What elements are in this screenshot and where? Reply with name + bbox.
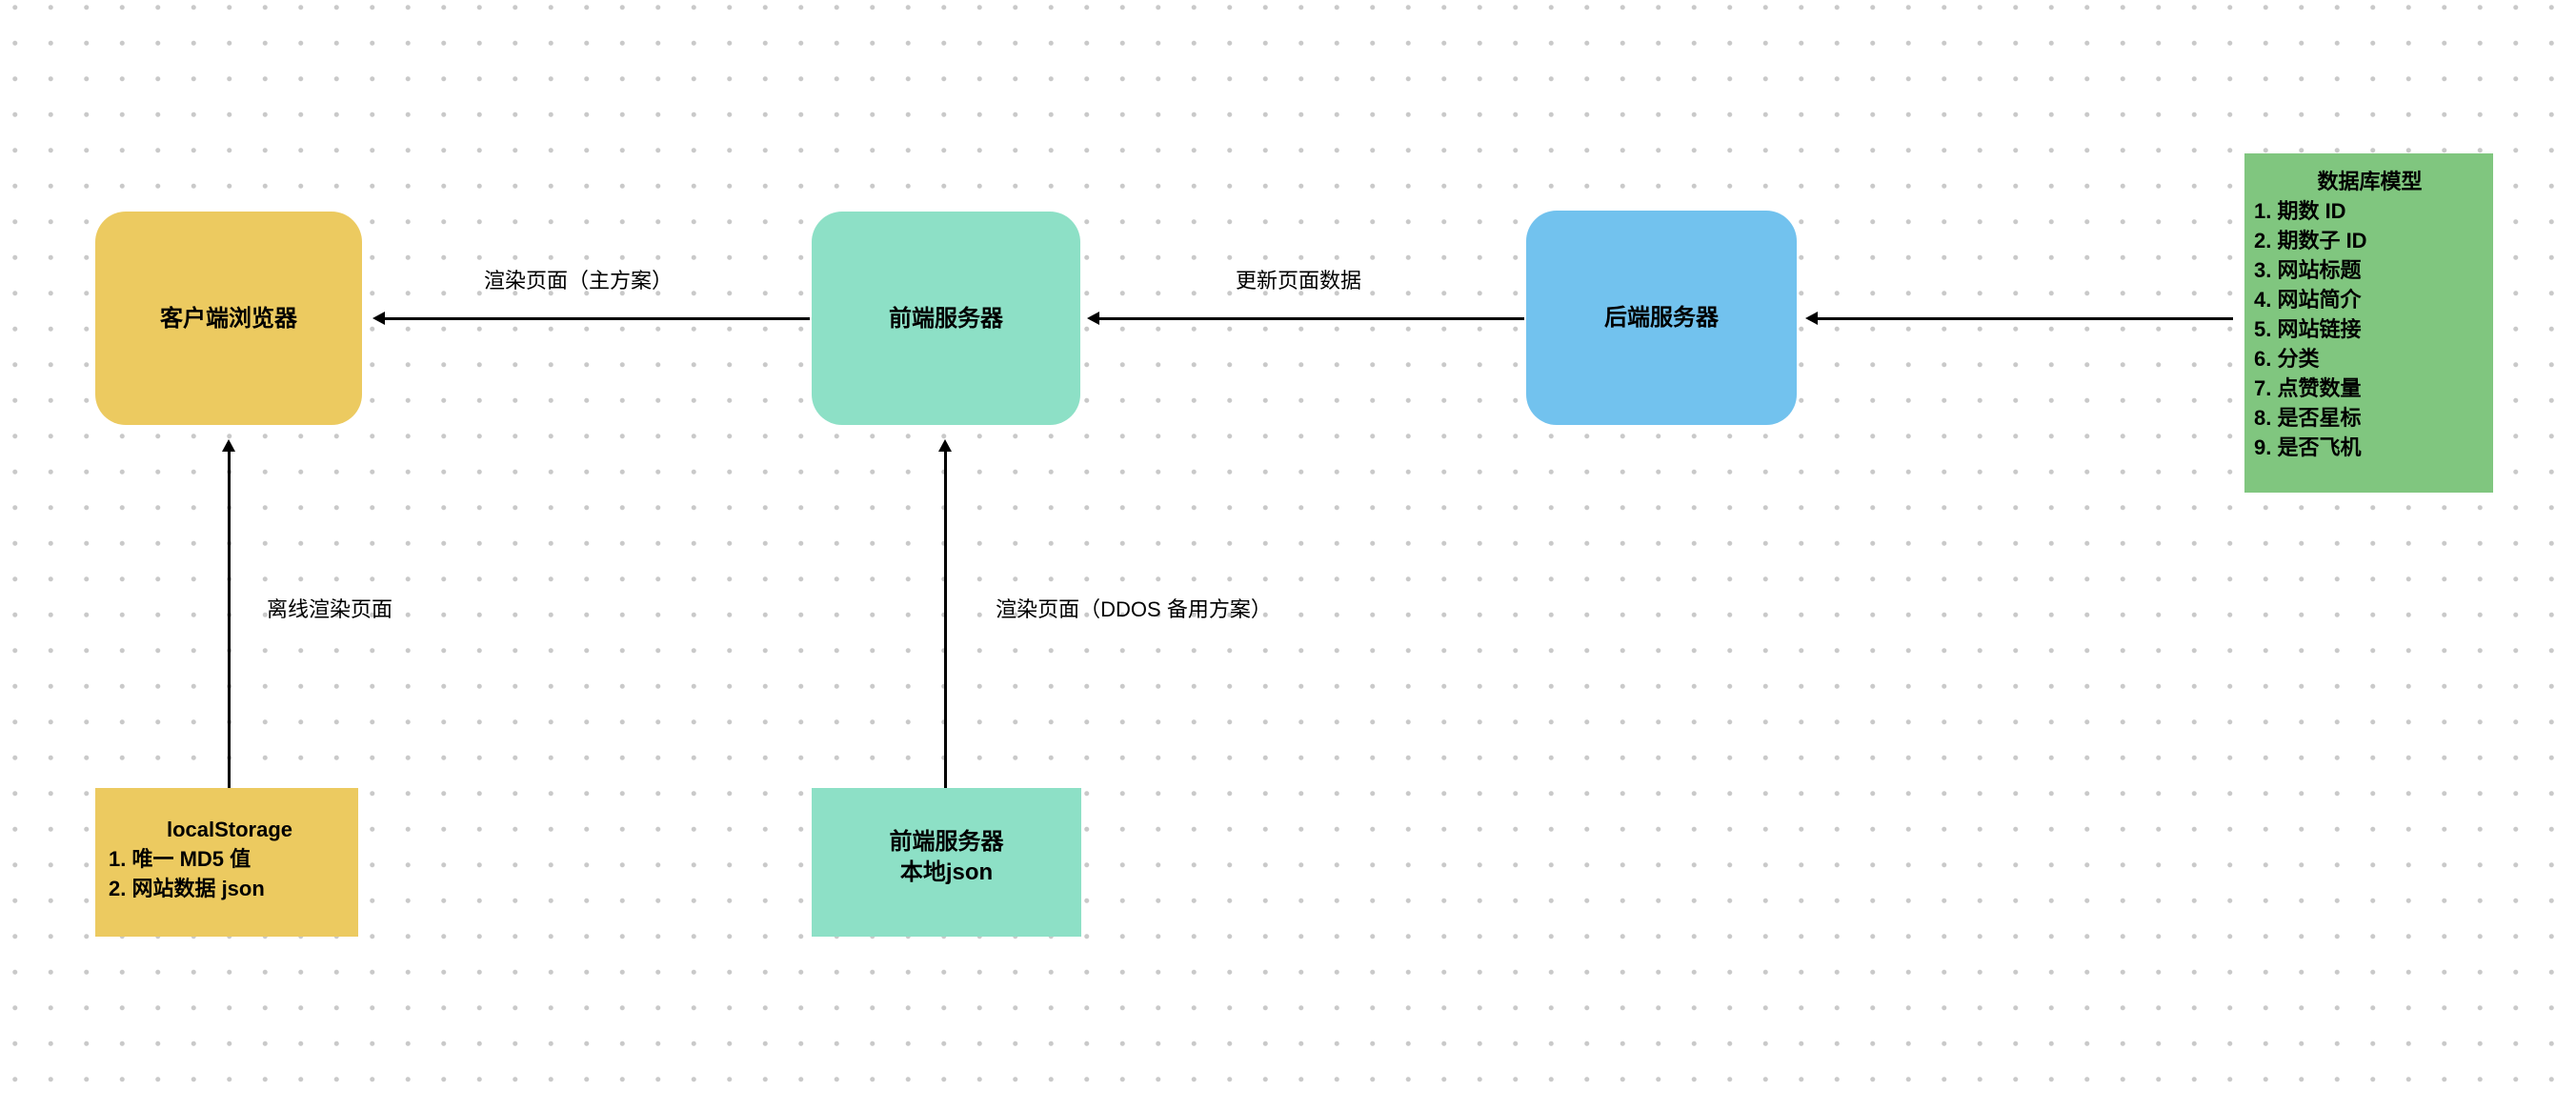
edge-line xyxy=(944,451,947,788)
node-client-browser[interactable]: 客户端浏览器 xyxy=(95,212,362,425)
edge-label-update-page-data[interactable]: 更新页面数据 xyxy=(1235,269,1362,293)
edge-line xyxy=(228,451,231,788)
frontend-local-json-line2: 本地json xyxy=(899,859,994,885)
db-model-title: 数据库模型 xyxy=(2317,170,2423,193)
local-storage-title: localStorage xyxy=(166,817,293,841)
edge-label-render-main[interactable]: 渲染页面（主方案） xyxy=(483,269,674,293)
db-model-item: 4. 网站简介 xyxy=(2254,288,2362,312)
arrowhead-left-icon xyxy=(1805,312,1818,325)
node-frontend-local-json[interactable]: 前端服务器 本地json xyxy=(812,788,1081,937)
node-client-browser-label: 客户端浏览器 xyxy=(160,305,297,332)
edge-line xyxy=(385,317,810,320)
node-db-model[interactable]: 数据库模型 1. 期数 ID 2. 期数子 ID 3. 网站标题 4. 网站简介… xyxy=(2244,153,2493,493)
local-storage-item: 2. 网站数据 json xyxy=(109,876,265,900)
node-backend-server[interactable]: 后端服务器 xyxy=(1526,211,1797,425)
edge-label-offline-render[interactable]: 离线渲染页面 xyxy=(266,597,393,621)
edge-line xyxy=(1818,317,2233,320)
db-model-item: 5. 网站链接 xyxy=(2254,317,2362,341)
db-model-item: 8. 是否星标 xyxy=(2254,406,2362,430)
db-model-item: 3. 网站标题 xyxy=(2254,258,2362,282)
db-model-item: 2. 期数子 ID xyxy=(2254,229,2367,252)
db-model-item: 6. 分类 xyxy=(2254,347,2320,371)
db-model-item: 1. 期数 ID xyxy=(2254,199,2346,223)
node-backend-server-label: 后端服务器 xyxy=(1604,305,1719,331)
arrowhead-up-icon xyxy=(222,439,235,452)
node-local-storage[interactable]: localStorage 1. 唯一 MD5 值 2. 网站数据 json xyxy=(95,788,358,937)
db-model-item: 7. 点赞数量 xyxy=(2254,376,2362,400)
edge-label-render-ddos-backup[interactable]: 渲染页面（DDOS 备用方案） xyxy=(996,597,1272,621)
db-model-item: 9. 是否飞机 xyxy=(2254,435,2362,459)
frontend-local-json-line1: 前端服务器 xyxy=(889,829,1004,855)
node-frontend-server[interactable]: 前端服务器 xyxy=(812,212,1080,425)
arrowhead-left-icon xyxy=(1087,312,1099,325)
arrowhead-left-icon xyxy=(372,312,385,325)
arrowhead-up-icon xyxy=(938,439,952,452)
edge-line xyxy=(1099,317,1524,320)
node-frontend-server-label: 前端服务器 xyxy=(889,305,1003,332)
local-storage-item: 1. 唯一 MD5 值 xyxy=(109,846,252,871)
